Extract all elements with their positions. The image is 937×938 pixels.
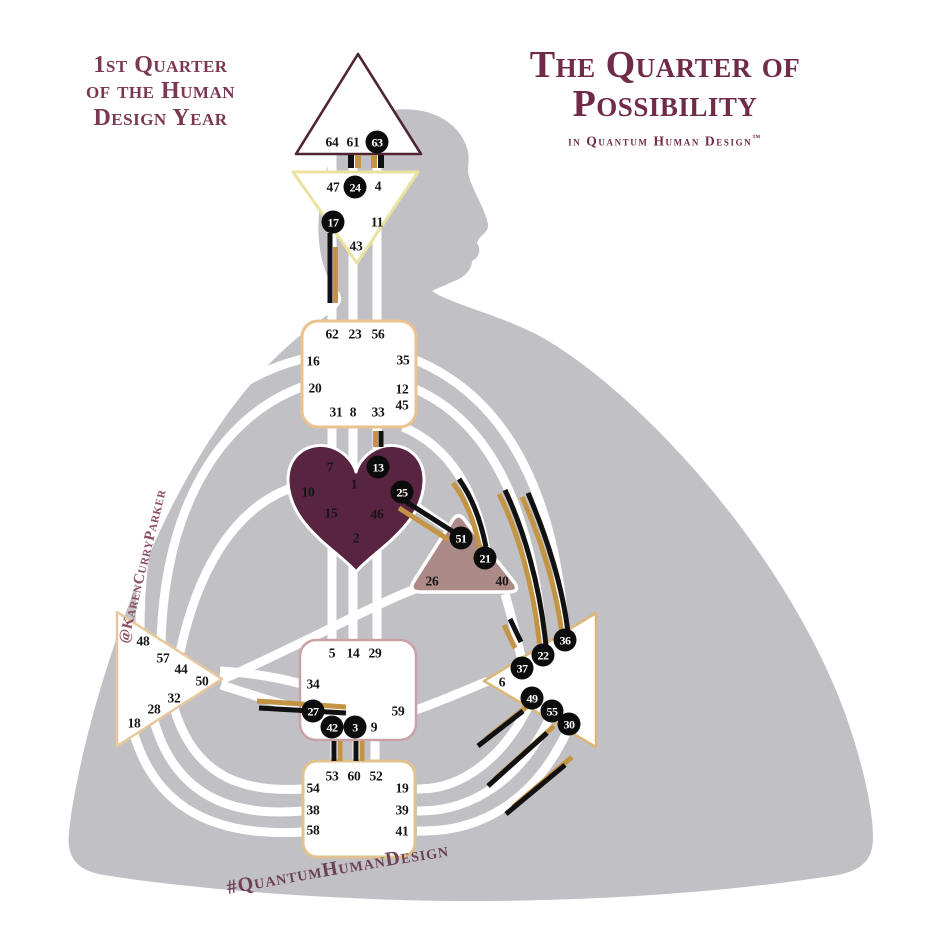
throat-center-shape: [300, 319, 418, 429]
center-shapes: [115, 52, 598, 859]
trademark-mark: ™: [752, 132, 762, 142]
page-title: The Quarter of Possibility in Quantum Hu…: [462, 46, 868, 149]
head-center-shape: [294, 52, 423, 156]
spleen-center-shape: [115, 610, 224, 748]
quarter-heading-line: 1st Quarter: [93, 52, 228, 78]
channels-highlighted: [256, 155, 574, 816]
page-title-line: Possibility: [572, 82, 758, 125]
page-subtitle: in Quantum Human Design™: [568, 132, 762, 149]
page-title-line: The Quarter of: [529, 44, 801, 86]
quarter-heading: 1st Quarter of the Human Design Year: [48, 52, 273, 131]
will-center-shape: [410, 513, 519, 594]
quarter-heading-line: of the Human: [85, 78, 236, 105]
quarter-heading-line: Design Year: [93, 104, 228, 131]
sacral-center-shape: [298, 638, 418, 742]
root-center-shape: [301, 759, 417, 859]
g-center-shape: [286, 444, 426, 574]
